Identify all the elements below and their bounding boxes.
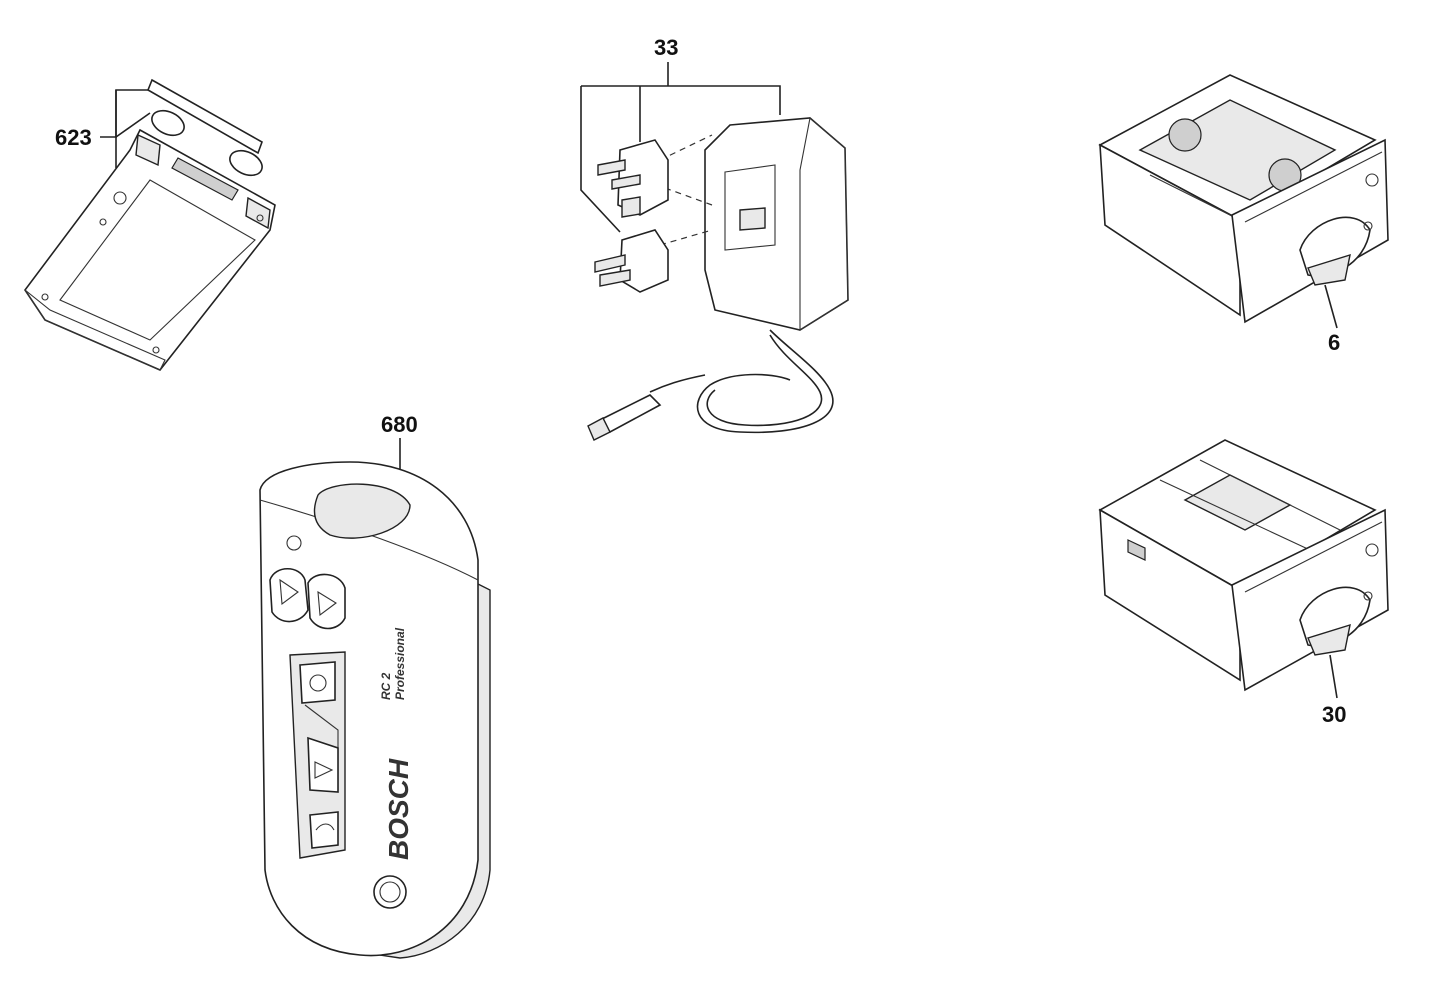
part-680-remote-control: BOSCH RC 2 Professional 680 <box>259 412 491 959</box>
callout-623: 623 <box>55 125 92 150</box>
part-33-charger: 33 <box>580 35 849 441</box>
callout-680: 680 <box>381 412 418 437</box>
callout-6: 6 <box>1328 330 1340 355</box>
callout-33: 33 <box>654 35 678 60</box>
part-30-battery-pack-closed: 30 <box>1098 439 1389 727</box>
callout-30: 30 <box>1322 702 1346 727</box>
part-623-battery-cover: 623 <box>24 78 276 371</box>
remote-model-label: RC 2 <box>379 672 393 700</box>
remote-brand-label: BOSCH <box>383 758 414 860</box>
part-6-battery-pack-open: 6 <box>1098 74 1389 355</box>
remote-line-label: Professional <box>393 627 407 700</box>
